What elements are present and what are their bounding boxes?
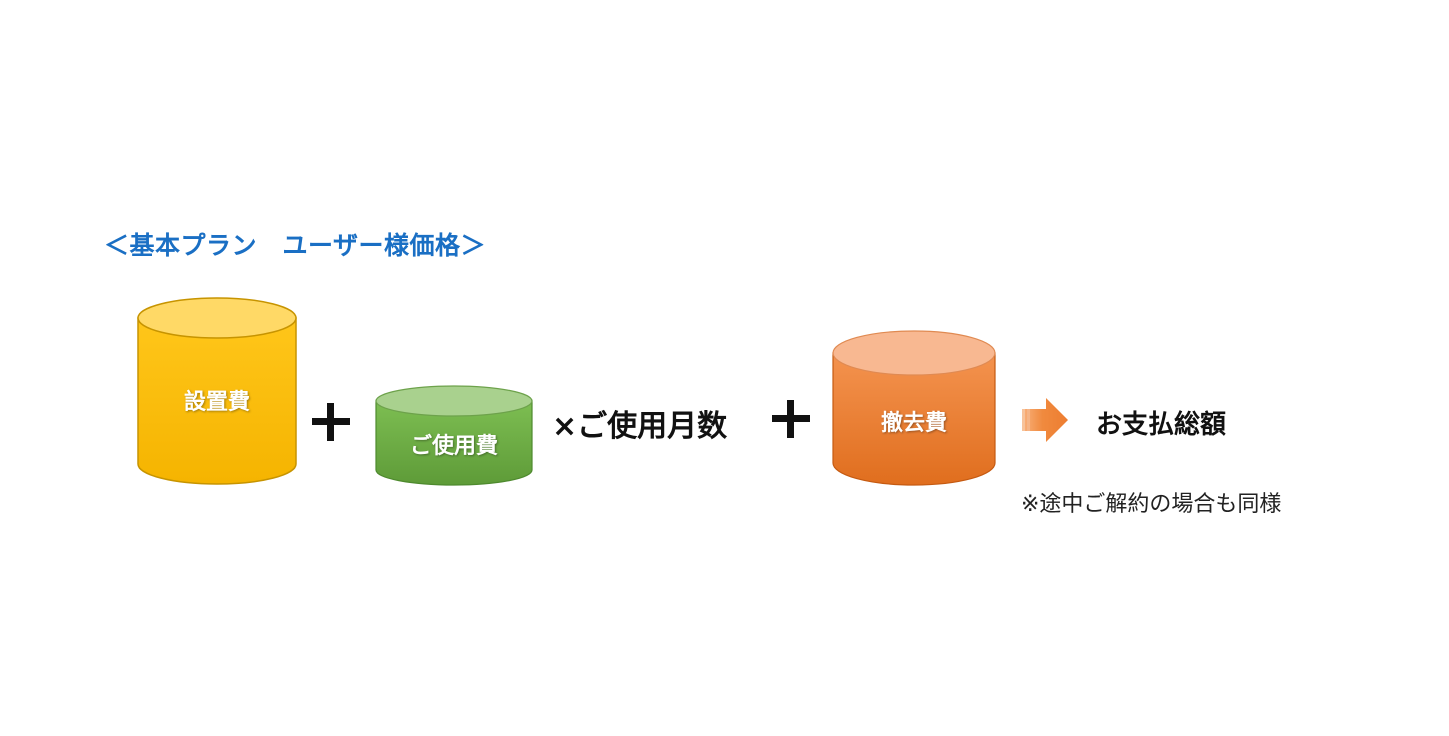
setup-fee-cylinder-shape: [137, 297, 297, 485]
page-title: ＜基本プラン ユーザー様価格＞: [104, 231, 487, 260]
usage-fee-cylinder-shape: [375, 385, 533, 486]
plus-operator-1: [312, 403, 350, 441]
times-months-operator: ×ご使用月数: [552, 409, 728, 444]
usage-fee-label: ご使用費: [409, 434, 498, 459]
plus-bar-vertical: [327, 403, 334, 441]
removal-fee-label: 撤去費: [880, 411, 947, 436]
plus-bar-vertical: [787, 400, 794, 438]
right-arrow-icon: [1020, 396, 1070, 448]
right-arrow-icon-shape: [1022, 398, 1068, 442]
usage-fee-cylinder: ご使用費: [375, 385, 533, 486]
plus-operator-2: [772, 400, 810, 438]
cancellation-note: ※途中ご解約の場合も同様: [1021, 492, 1282, 517]
setup-fee-cylinder: 設置費: [137, 297, 297, 486]
setup-fee-label: 設置費: [183, 390, 250, 415]
total-payment-label: お支払総額: [1096, 410, 1227, 440]
removal-fee-cylinder-shape: [832, 330, 996, 486]
removal-fee-cylinder: 撤去費: [832, 330, 996, 486]
